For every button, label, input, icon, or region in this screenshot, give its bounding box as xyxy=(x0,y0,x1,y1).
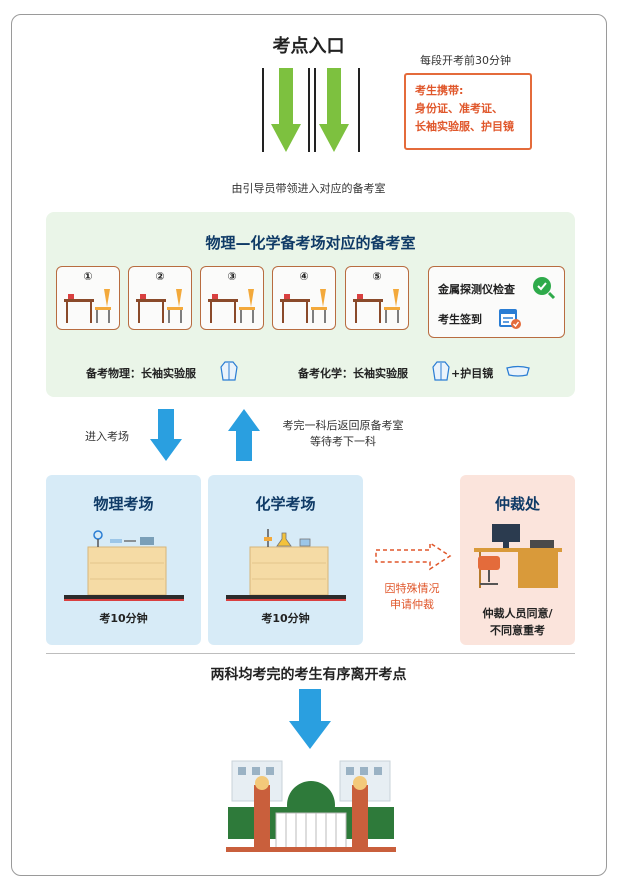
arbitration-result-line-1: 仲裁人员同意/ xyxy=(482,607,553,620)
room-number: ④ xyxy=(299,270,309,283)
desk-chair-icon xyxy=(64,289,111,323)
arbitration-result-line-2: 不同意重考 xyxy=(490,624,545,637)
green-arrow-down-right xyxy=(319,68,349,152)
arbitration-desk-icon xyxy=(474,524,562,588)
desk-chair-icon xyxy=(353,289,400,323)
prep-room-5: ⑤ xyxy=(345,266,409,330)
magnifier-check-icon xyxy=(533,277,556,300)
chemistry-exam-title: 化学考场 xyxy=(255,495,316,513)
return-note-line-1: 考完一科后返回原备考室 xyxy=(282,419,404,432)
room-number: ① xyxy=(83,270,93,283)
arbitration-result: 仲裁人员同意/ 不同意重考 xyxy=(460,605,575,639)
chemistry-exam-desk-icon xyxy=(226,529,346,601)
prep-room-4: ④ xyxy=(272,266,336,330)
sign-in-label: 考生签到 xyxy=(438,313,482,326)
return-note: 考完一科后返回原备考室 等待考下一科 xyxy=(268,418,418,450)
goggles-plus-text: +护目镜 xyxy=(451,367,494,380)
blue-arrow-up xyxy=(228,409,260,461)
arbitration-reason-line-1: 因特殊情况 xyxy=(384,582,440,595)
prep-room-2: ② xyxy=(128,266,192,330)
calendar-check-icon xyxy=(499,309,521,329)
school-gate-icon xyxy=(226,760,396,852)
entrance-lane-lines xyxy=(262,68,360,152)
section-divider xyxy=(46,653,575,654)
physics-exam-desk-icon xyxy=(64,530,184,601)
arbitration-reason: 因特殊情况 申请仲裁 xyxy=(372,581,452,613)
enter-exam-text: 进入考场 xyxy=(85,430,129,443)
metal-detector-label: 金属探测仪检查 xyxy=(438,283,515,296)
room-number: ⑤ xyxy=(372,270,382,283)
diagram-frame xyxy=(11,14,607,876)
room-number: ② xyxy=(155,270,165,283)
time-note: 每段开考前30分钟 xyxy=(420,54,511,67)
arbitration-title: 仲裁处 xyxy=(494,495,540,513)
prep-room-3: ③ xyxy=(200,266,264,330)
chemistry-prep-text: 备考化学：长袖实验服 xyxy=(298,367,408,380)
chemistry-exam-time: 考10分钟 xyxy=(261,612,310,625)
room-number: ③ xyxy=(227,270,237,283)
lab-coat-icon xyxy=(432,361,450,381)
desk-chair-icon xyxy=(208,289,255,323)
arbitration-reason-line-2: 申请仲裁 xyxy=(390,598,434,611)
green-arrow-down-left xyxy=(271,68,301,152)
desk-chair-icon xyxy=(136,289,183,323)
carry-line-2: 长袖实验服、护目镜 xyxy=(415,120,514,133)
check-station: 金属探测仪检查 考生签到 xyxy=(428,266,565,338)
physics-exam-title: 物理考场 xyxy=(93,495,154,513)
carry-line-1: 身份证、准考证、 xyxy=(415,102,503,115)
goggles-icon xyxy=(506,365,530,377)
blue-arrow-down xyxy=(150,409,182,461)
blue-arrow-down-exit xyxy=(289,689,331,749)
physics-exam-time: 考10分钟 xyxy=(99,612,148,625)
entrance-title: 考点入口 xyxy=(272,36,345,57)
dashed-arrow-right xyxy=(375,541,452,571)
desk-chair-icon xyxy=(280,289,327,323)
lab-coat-icon xyxy=(220,361,238,381)
guide-text: 由引导员带领进入对应的备考室 xyxy=(231,182,386,195)
entrance-arrows xyxy=(262,68,360,152)
physics-prep-text: 备考物理：长袖实验服 xyxy=(86,367,196,380)
carry-heading: 考生携带: xyxy=(415,84,464,97)
final-exit-text: 两科均考完的考生有序离开考点 xyxy=(210,667,407,683)
return-note-line-2: 等待考下一科 xyxy=(310,435,376,448)
carry-items-box: 考生携带: 身份证、准考证、 长袖实验服、护目镜 xyxy=(404,73,532,150)
prep-room-title: 物理—化学备考场对应的备考室 xyxy=(205,234,416,252)
prep-room-1: ① xyxy=(56,266,120,330)
